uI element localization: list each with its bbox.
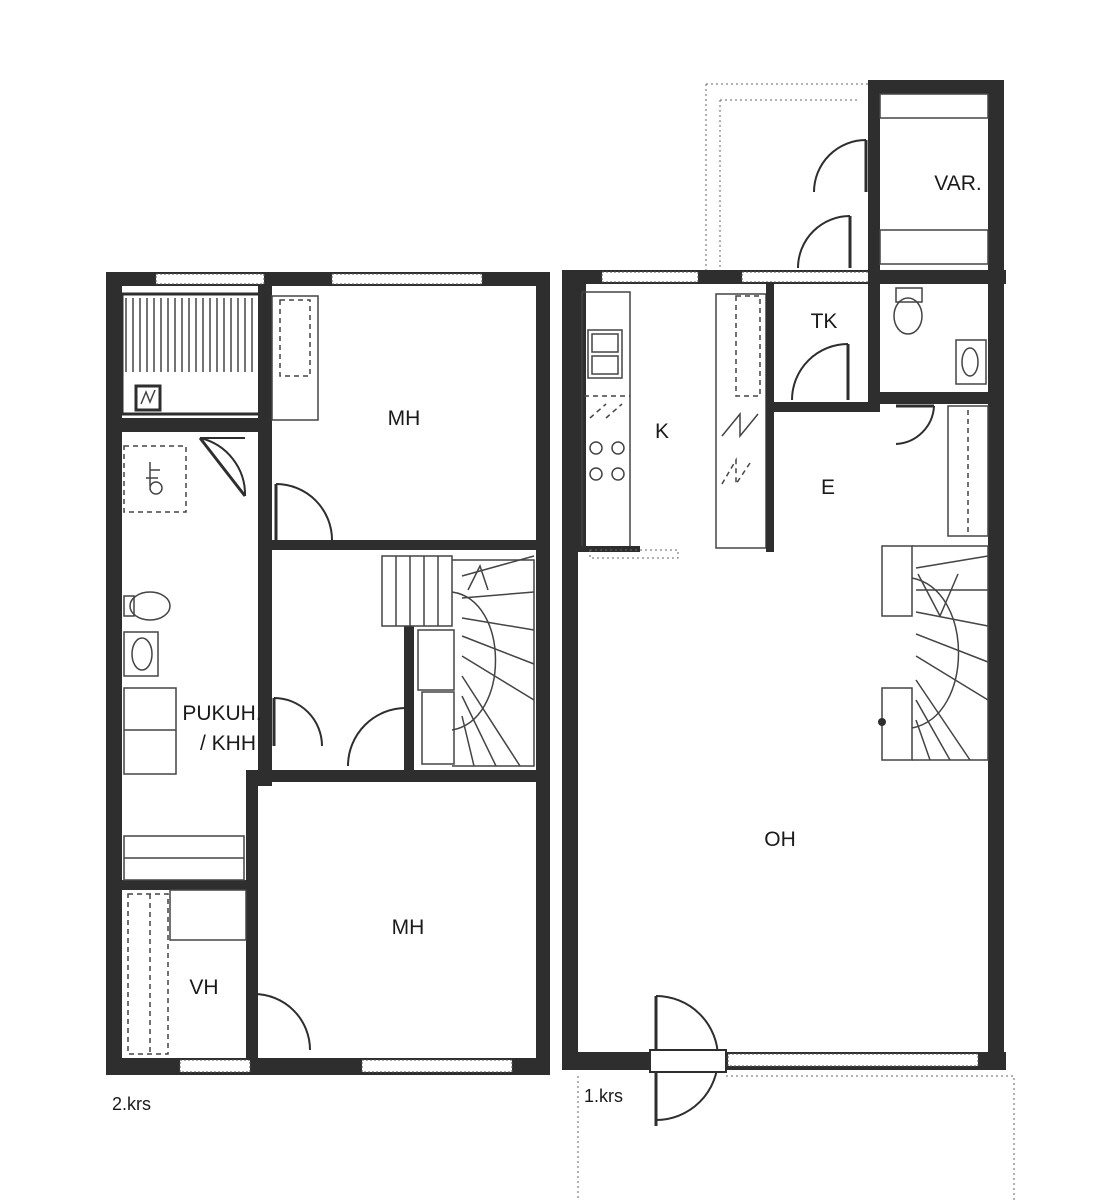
bathroom-door[interactable] <box>198 437 247 497</box>
room-label-oh: OH <box>764 828 796 851</box>
window <box>601 271 699 283</box>
sauna-wall <box>106 418 264 432</box>
shower-area <box>123 445 187 513</box>
staircase <box>878 545 989 761</box>
window <box>727 1053 979 1067</box>
storage-wall <box>868 80 1004 94</box>
laundry-machine <box>123 687 177 775</box>
room-label-var: VAR. <box>934 172 981 195</box>
sauna-stove-icon <box>134 384 162 412</box>
room-label-mh-bottom: MH <box>392 916 425 939</box>
storage-shelf <box>879 93 989 119</box>
room-label-vh: VH <box>189 976 218 999</box>
dishwasher <box>584 395 630 419</box>
ground-floor-plan: K TK VAR. E OH 1.krs <box>562 80 1015 1200</box>
storage-shelf <box>879 229 989 265</box>
window <box>361 1059 513 1073</box>
entrance-door[interactable] <box>649 995 727 1126</box>
ground-west-wall <box>562 270 578 1070</box>
storage-door[interactable] <box>797 215 852 269</box>
closet-door[interactable] <box>272 697 323 747</box>
counter-edge <box>589 549 679 559</box>
stove-icon <box>589 441 625 481</box>
upper-west-wall <box>106 272 122 1075</box>
sink-icon <box>123 631 159 677</box>
floor-label-ground: 1.krs <box>584 1086 623 1106</box>
window <box>331 273 483 285</box>
window <box>179 1059 251 1073</box>
interior-wall <box>246 770 258 1060</box>
room-label-mh-top: MH <box>388 407 421 430</box>
bedroom-door[interactable] <box>274 483 333 541</box>
upper-east-wall <box>536 272 550 1075</box>
window <box>155 273 265 285</box>
floor-label-upper: 2.krs <box>112 1094 151 1114</box>
toilet-icon <box>893 287 923 335</box>
staircase <box>381 555 535 767</box>
interior-wall <box>766 282 774 552</box>
interior-wall <box>868 392 1004 404</box>
closet-door[interactable] <box>252 993 311 1052</box>
interior-wall <box>246 770 550 782</box>
freezer-icon <box>721 457 753 487</box>
sink-icon <box>955 339 987 385</box>
storage-wall <box>868 80 880 280</box>
sauna-bench <box>120 292 262 416</box>
fridge-cabinet <box>715 293 767 549</box>
closet-door[interactable] <box>791 343 850 401</box>
room-label-khh: / KHH <box>200 732 256 755</box>
kitchen-sink-icon <box>587 329 623 379</box>
floor-drain-icon <box>146 462 163 495</box>
room-label-k: K <box>655 420 669 443</box>
wc-door[interactable] <box>895 404 935 445</box>
room-label-pukuh: PUKUH. <box>182 702 261 725</box>
room-label-e: E <box>821 476 835 499</box>
stair-wall <box>404 626 414 776</box>
wardrobe <box>271 295 319 421</box>
interior-wall <box>868 276 880 412</box>
wardrobe <box>127 893 169 1055</box>
entrance-wardrobe <box>947 405 989 537</box>
storage-door[interactable] <box>813 139 868 193</box>
upper-floor-plan: MH PUKUH. / KHH MH VH 2.krs <box>106 272 550 1114</box>
interior-wall <box>766 402 878 412</box>
ground-east-wall <box>988 80 1004 1070</box>
fridge-icon <box>721 411 759 439</box>
terrace-outline <box>705 83 868 270</box>
window <box>741 271 871 283</box>
interior-wall <box>258 540 550 550</box>
interior-wall <box>120 880 250 890</box>
kitchen-wall <box>578 546 640 552</box>
terrace-outline <box>577 1075 1015 1200</box>
toilet-icon <box>123 591 171 621</box>
shelf <box>169 889 247 941</box>
room-label-tk: TK <box>811 310 838 333</box>
bedroom-door[interactable] <box>347 707 408 767</box>
